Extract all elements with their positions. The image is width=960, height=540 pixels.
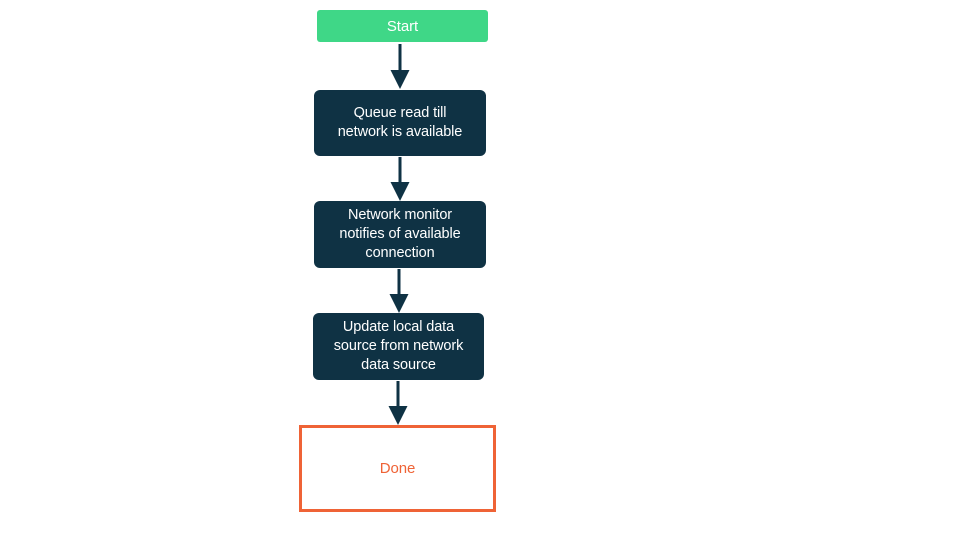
arrow-down-icon <box>390 44 410 89</box>
flow-edge-queue-read-to-network-monitor <box>383 157 417 202</box>
flow-edge-start-to-queue-read <box>383 44 417 90</box>
arrow-down-icon <box>389 269 409 313</box>
flow-node-update-local-label: Update local data source from network da… <box>333 319 464 373</box>
flow-node-update-local[interactable]: Update local data source from network da… <box>313 313 484 380</box>
flow-node-done-label: Done <box>379 460 416 477</box>
arrow-down-icon <box>390 157 410 201</box>
arrow-down-icon <box>388 381 408 425</box>
flow-edge-network-monitor-to-update-local <box>382 269 416 314</box>
flow-node-done[interactable]: Done <box>299 425 496 512</box>
flow-node-start[interactable]: Start <box>317 10 488 42</box>
flow-node-queue-read[interactable]: Queue read till network is available <box>314 90 486 156</box>
flow-node-network-monitor[interactable]: Network monitor notifies of available co… <box>314 201 486 268</box>
flow-node-network-monitor-label: Network monitor notifies of available co… <box>339 207 461 261</box>
flow-edge-update-local-to-done <box>381 381 415 426</box>
flow-node-start-label: Start <box>386 17 419 35</box>
flow-node-queue-read-label: Queue read till network is available <box>337 105 463 140</box>
